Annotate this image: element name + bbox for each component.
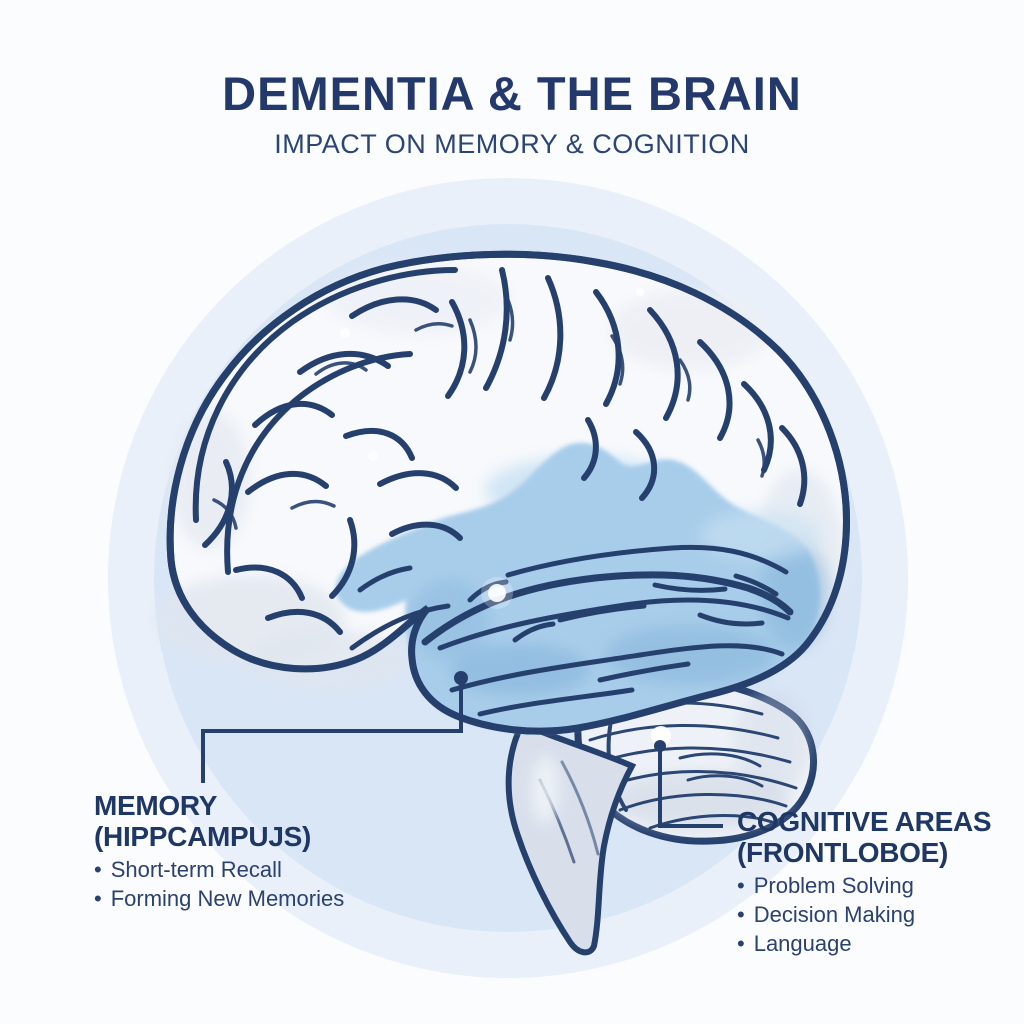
memory-callout: MEMORY (HIPPCAMPUJS) • Short-term Recall …	[94, 790, 344, 913]
memory-bullet-text: Forming New Memories	[110, 886, 345, 911]
cognitive-bullet-list: • Problem Solving • Decision Making • Langu…	[737, 871, 991, 958]
sparkle-highlights	[340, 288, 644, 609]
cognitive-bullet-item: • Language	[737, 929, 991, 958]
cognitive-region-dot	[654, 740, 666, 752]
cognitive-callout: COGNITIVE AREAS (FRONTLOBOE) • Problem So…	[737, 806, 992, 958]
affected-region-highlight	[335, 442, 830, 733]
memory-leader	[201, 671, 468, 783]
memory-bullet-item: • Short-term Recall	[94, 855, 344, 884]
page-subtitle: IMPACT ON MEMORY & COGNITION	[274, 129, 750, 159]
memory-region-dot	[454, 671, 468, 685]
memory-bullet-text: Short-term Recall	[110, 857, 282, 882]
cerebrum-outline	[166, 250, 850, 735]
cognitive-callout-title: COGNITIVE AREAS	[737, 806, 992, 837]
bullet-glyph: •	[94, 886, 102, 911]
header: DEMENTIA & THE BRAIN IMPACT ON MEMORY & …	[0, 66, 1024, 160]
bullet-glyph: •	[737, 902, 745, 927]
memory-callout-title: MEMORY	[94, 790, 218, 821]
cognitive-bullet-text: Language	[753, 931, 852, 956]
cortex-sulci-fine	[212, 298, 766, 530]
memory-bullet-item: • Forming New Memories	[94, 884, 344, 913]
cognitive-bullet-text: Problem Solving	[753, 873, 914, 898]
bullet-glyph: •	[737, 931, 745, 956]
cognitive-callout-subtitle: (FRONTLOBOE)	[737, 837, 949, 868]
bullet-glyph: •	[737, 873, 745, 898]
cognitive-bullet-item: • Problem Solving	[737, 871, 991, 900]
cognitive-leader	[651, 726, 723, 828]
memory-callout-subtitle: (HIPPCAMPUJS)	[94, 821, 312, 852]
cognitive-bullet-text: Decision Making	[753, 902, 916, 927]
temporal-sulci	[349, 544, 794, 717]
page-title: DEMENTIA & THE BRAIN	[222, 67, 802, 120]
bullet-glyph: •	[94, 857, 102, 882]
memory-bullet-list: • Short-term Recall • Forming New Memories	[94, 855, 344, 913]
brainstem	[505, 720, 637, 956]
cerebrum	[155, 250, 850, 735]
cognitive-bullet-item: • Decision Making	[737, 900, 991, 929]
